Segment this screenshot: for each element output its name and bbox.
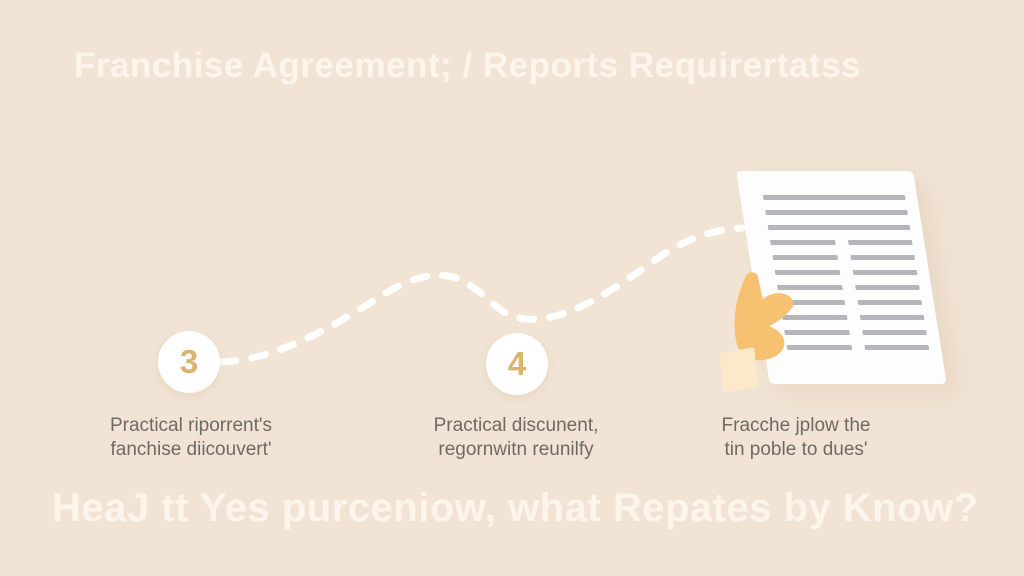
- bottom-heading: HeaJ tt Yes purceniow, what Repates by K…: [52, 486, 979, 530]
- step-number: 4: [507, 345, 527, 382]
- step-label-2: Practical discunent, regornwitn reunilfy: [376, 414, 656, 462]
- step-label-3: Fracche jplow the tin poble to dues': [656, 414, 936, 462]
- step-label-line: Practical discunent,: [433, 415, 599, 436]
- page-title: Franchise Agreement; / Reports Requirert…: [74, 46, 862, 85]
- step-label-line: fanchise diicouvert': [110, 439, 272, 460]
- hand-icon: [719, 272, 794, 393]
- step-label-1: Practical riporrent's fanchise diicouver…: [51, 414, 331, 462]
- step-label-line: Fracche jplow the: [721, 415, 871, 436]
- step-circle-3: 3: [158, 331, 220, 393]
- step-number: 3: [179, 343, 199, 380]
- step-circle-4: 4: [486, 333, 548, 395]
- document-text-row: [769, 240, 913, 245]
- step-label-line: tin poble to dues': [724, 439, 868, 460]
- step-label-line: regornwitn reunilfy: [438, 439, 594, 460]
- step-label-line: Practical riporrent's: [109, 415, 272, 436]
- document-text-line: [767, 225, 911, 230]
- document-text-line: [765, 210, 908, 215]
- document-text-line: [762, 195, 906, 200]
- document-text-row: [772, 255, 916, 260]
